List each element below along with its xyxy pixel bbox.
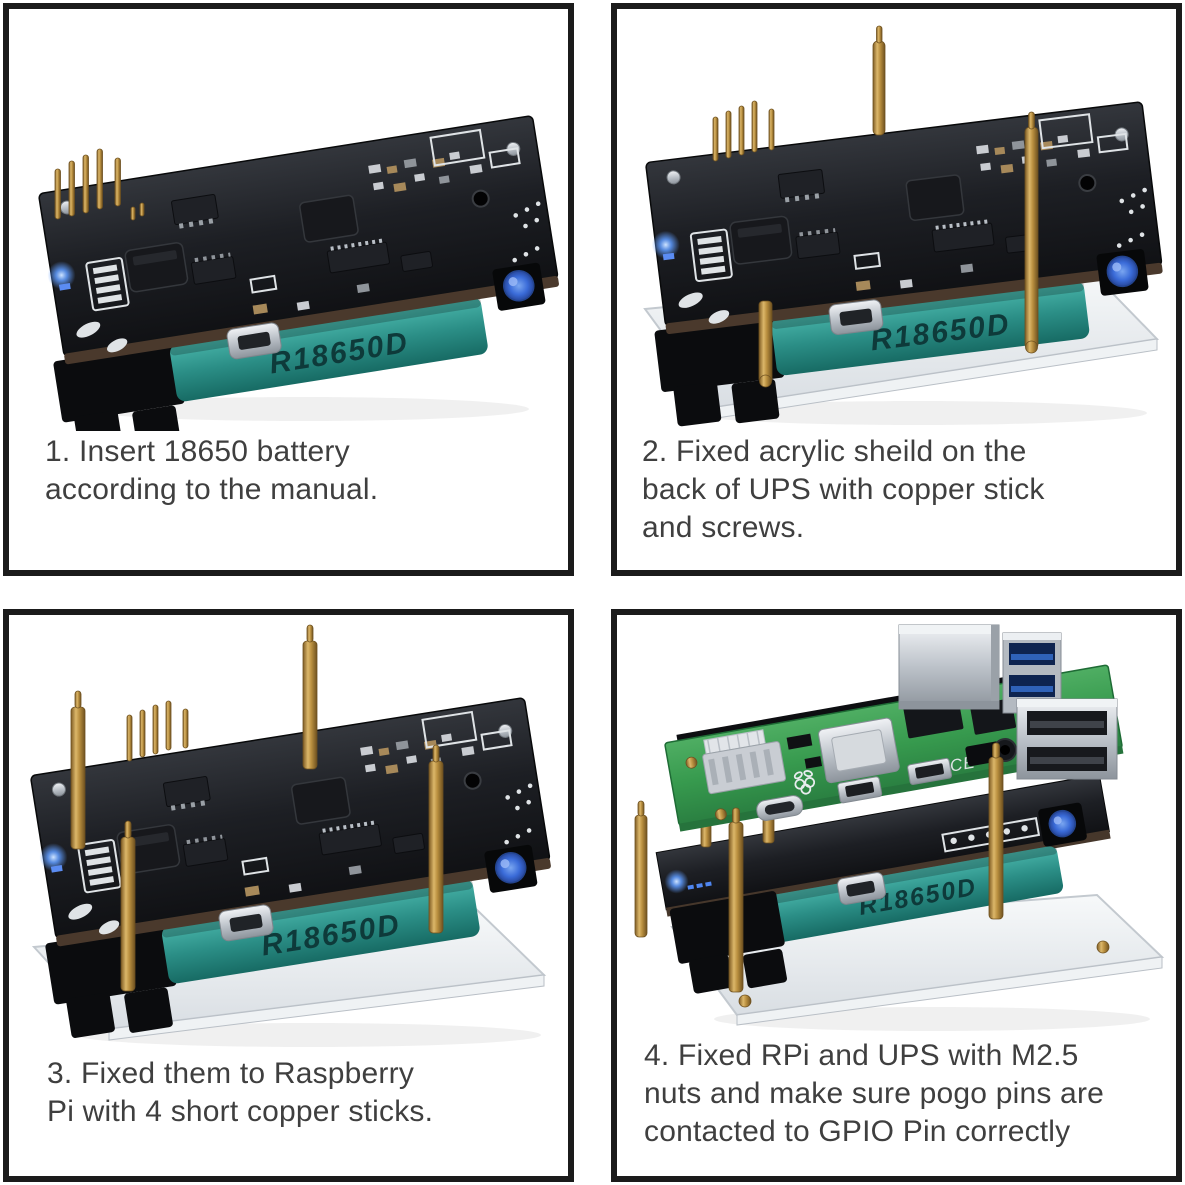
copper-stick <box>70 690 86 850</box>
copper-stick <box>872 25 886 136</box>
raspberry-pi-logo <box>793 770 816 795</box>
usb2-ports <box>1016 698 1118 780</box>
caption-line: contacted to GPIO Pin correctly <box>644 1115 1071 1148</box>
caption-line: back of UPS with copper stick <box>642 473 1045 506</box>
screw <box>685 756 698 769</box>
screw <box>1096 940 1110 954</box>
usb-c-port <box>756 795 804 821</box>
blue-led <box>687 884 695 890</box>
blue-led <box>696 883 703 889</box>
display-connector <box>702 729 787 795</box>
copper-stick <box>634 800 648 938</box>
ethernet-port <box>898 624 1000 710</box>
step-3-caption: 3. Fixed them to Raspberry Pi with 4 sho… <box>47 1055 433 1131</box>
blue-led <box>705 881 712 887</box>
step-1-caption: 1. Insert 18650 battery according to the… <box>45 433 378 509</box>
power-button <box>1038 802 1087 847</box>
caption-line: 3. Fixed them to Raspberry <box>47 1057 415 1090</box>
micro-hdmi-ports <box>837 757 953 804</box>
micro-usb-port <box>837 872 887 905</box>
chip <box>786 733 813 750</box>
cpu <box>818 717 900 784</box>
caption-line: 4. Fixed RPi and UPS with M2.5 <box>644 1039 1079 1072</box>
copper-stick <box>988 742 1004 920</box>
ups-board <box>27 116 568 431</box>
caption-line: according to the manual. <box>45 473 379 506</box>
caption-line: Pi with 4 short copper sticks. <box>47 1095 434 1128</box>
caption-line: 1. Insert 18650 battery <box>45 435 350 468</box>
screw <box>759 374 772 388</box>
copper-stick <box>428 744 444 934</box>
pogo-pins <box>54 148 145 221</box>
copper-stick <box>120 820 136 992</box>
step-panel-3: 3. Fixed them to Raspberry Pi with 4 sho… <box>3 609 574 1182</box>
drop-shadow <box>79 397 529 421</box>
battery-holder <box>669 891 787 994</box>
caption-line: and screws. <box>642 511 805 544</box>
step-2-photo <box>617 25 1176 433</box>
step-3-photo <box>9 624 568 1047</box>
screw <box>738 994 752 1008</box>
caption-line: 2. Fixed acrylic sheild on the <box>642 435 1027 468</box>
pogo-pins <box>126 700 189 762</box>
screw <box>714 808 727 821</box>
caption-line: nuts and make sure pogo pins are <box>644 1077 1105 1110</box>
step-panel-1: 1. Insert 18650 battery according to the… <box>3 3 574 576</box>
step-2-caption: 2. Fixed acrylic sheild on the back of U… <box>642 433 1045 547</box>
led-glow <box>664 869 689 894</box>
step-4-caption: 4. Fixed RPi and UPS with M2.5 nuts and … <box>644 1037 1104 1151</box>
chip <box>804 756 823 769</box>
copper-stick <box>302 624 318 770</box>
step-4-photo: R18650D <box>634 624 1165 1031</box>
copper-stick <box>728 807 744 993</box>
drop-shadow <box>687 401 1147 425</box>
step-1-photo <box>9 9 568 431</box>
screw <box>1025 340 1038 354</box>
step-panel-4: R18650D <box>611 609 1182 1182</box>
pogo-pins <box>712 100 775 162</box>
copper-stick <box>1024 111 1039 350</box>
copper-standoff <box>758 300 773 384</box>
step-panel-2: 2. Fixed acrylic sheild on the back of U… <box>611 3 1182 576</box>
